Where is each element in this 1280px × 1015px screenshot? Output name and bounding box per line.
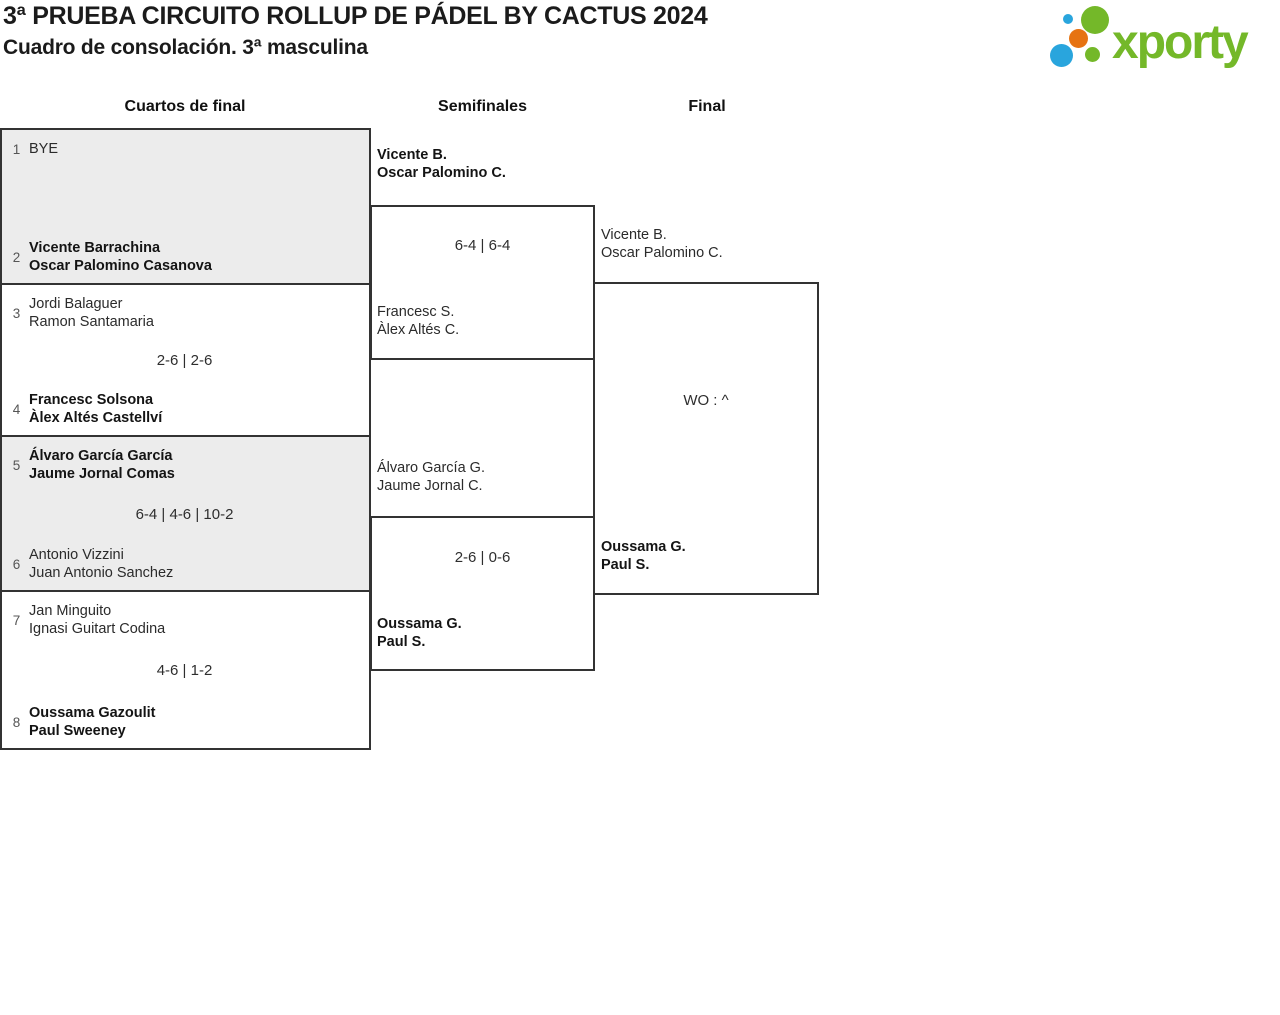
logo-dot-blue-large-icon (1050, 44, 1073, 67)
player-name: BYE (29, 141, 59, 157)
team-seed-4: 4 Francesc Solsona Àlex Altés Castellví (10, 391, 359, 427)
player-name: Oscar Palomino Casanova (29, 258, 212, 274)
team-seed-3: 3 Jordi Balaguer Ramon Santamaria (10, 295, 359, 331)
xporty-logo-text: xporty (1112, 16, 1249, 69)
match-quarterfinal-1[interactable]: 1 BYE 2 Vicente Barrachina Oscar Palomin… (2, 130, 369, 285)
player-name: Álvaro García G. (377, 460, 485, 476)
semifinal-2-team-1: Álvaro García G. Jaume Jornal C. (377, 459, 485, 495)
player-name: Jordi Balaguer (29, 296, 123, 312)
player-name: Jaume Jornal Comas (29, 466, 175, 482)
player-name: Oussama G. (601, 539, 686, 555)
page-subtitle: Cuadro de consolación. 3ª masculina (3, 36, 368, 59)
player-name: Oscar Palomino C. (601, 245, 723, 261)
column-header-cuartos-de-final: Cuartos de final (124, 98, 246, 115)
match-score-walkover: WO : ^ (683, 392, 729, 409)
player-name: Àlex Altés C. (377, 322, 460, 338)
player-name: Álvaro García García (29, 448, 173, 464)
quarterfinals-column: 1 BYE 2 Vicente Barrachina Oscar Palomin… (0, 128, 371, 750)
player-name: Ignasi Guitart Codina (29, 621, 166, 637)
column-header-final: Final (688, 98, 726, 115)
logo-dot-green-large-icon (1081, 6, 1109, 34)
column-header-semifinales: Semifinales (438, 98, 527, 115)
match-score (10, 191, 359, 207)
player-name: Oscar Palomino C. (377, 165, 506, 181)
team-seed-1: 1 BYE (10, 140, 359, 158)
semifinal-1-team-1: Vicente B. Oscar Palomino C. (377, 146, 506, 182)
player-name: Àlex Altés Castellví (29, 410, 163, 426)
seed-number: 8 (12, 714, 21, 730)
player-name: Vicente B. (601, 227, 667, 243)
player-name: Paul Sweeney (29, 723, 126, 739)
team-seed-7: 7 Jan Minguito Ignasi Guitart Codina (10, 602, 359, 638)
semifinal-1-team-2: Francesc S. Àlex Altés C. (377, 303, 459, 339)
seed-number: 3 (12, 305, 21, 321)
team-seed-5: 5 Álvaro García García Jaume Jornal Coma… (10, 447, 359, 483)
final-team-1: Vicente B. Oscar Palomino C. (601, 226, 723, 262)
match-final[interactable] (593, 282, 819, 595)
player-name: Juan Antonio Sanchez (29, 565, 174, 581)
player-name: Vicente Barrachina (29, 240, 161, 256)
seed-number: 4 (12, 401, 21, 417)
player-name: Paul S. (377, 634, 426, 650)
player-name: Jan Minguito (29, 603, 112, 619)
player-name: Jaume Jornal C. (377, 478, 483, 494)
match-quarterfinal-2[interactable]: 3 Jordi Balaguer Ramon Santamaria 2-6 | … (2, 285, 369, 437)
seed-number: 7 (12, 612, 21, 628)
match-score: 2-6 | 2-6 (156, 352, 213, 369)
page-title: 3ª PRUEBA CIRCUITO ROLLUP DE PÁDEL BY CA… (3, 2, 708, 30)
semifinal-2-team-2: Oussama G. Paul S. (377, 615, 462, 651)
match-score: 6-4 | 6-4 (454, 237, 511, 254)
match-quarterfinal-3[interactable]: 5 Álvaro García García Jaume Jornal Coma… (2, 437, 369, 592)
team-seed-6: 6 Antonio Vizzini Juan Antonio Sanchez (10, 546, 359, 582)
match-score: 6-4 | 4-6 | 10-2 (135, 505, 234, 523)
final-team-2: Oussama G. Paul S. (601, 538, 686, 574)
player-name: Francesc S. (377, 304, 455, 320)
player-name: Francesc Solsona (29, 392, 154, 408)
player-name: Oussama G. (377, 616, 462, 632)
match-score: 2-6 | 0-6 (454, 549, 511, 566)
logo-dot-blue-small-icon (1063, 14, 1073, 24)
seed-number: 6 (12, 556, 21, 572)
seed-number: 2 (12, 249, 21, 265)
match-quarterfinal-4[interactable]: 7 Jan Minguito Ignasi Guitart Codina 4-6… (2, 592, 369, 748)
player-name: Antonio Vizzini (29, 547, 124, 563)
seed-number: 1 (12, 141, 21, 157)
seed-number: 5 (12, 457, 21, 473)
player-name: Vicente B. (377, 147, 447, 163)
team-seed-2: 2 Vicente Barrachina Oscar Palomino Casa… (10, 239, 359, 275)
team-seed-8: 8 Oussama Gazoulit Paul Sweeney (10, 704, 359, 740)
logo-dot-green-small-icon (1085, 47, 1100, 62)
xporty-logo[interactable]: xporty (1048, 5, 1280, 77)
player-name: Oussama Gazoulit (29, 705, 156, 721)
player-name: Ramon Santamaria (29, 314, 154, 330)
match-score: 4-6 | 1-2 (156, 662, 213, 679)
player-name: Paul S. (601, 557, 650, 573)
logo-dot-orange-icon (1069, 29, 1088, 48)
